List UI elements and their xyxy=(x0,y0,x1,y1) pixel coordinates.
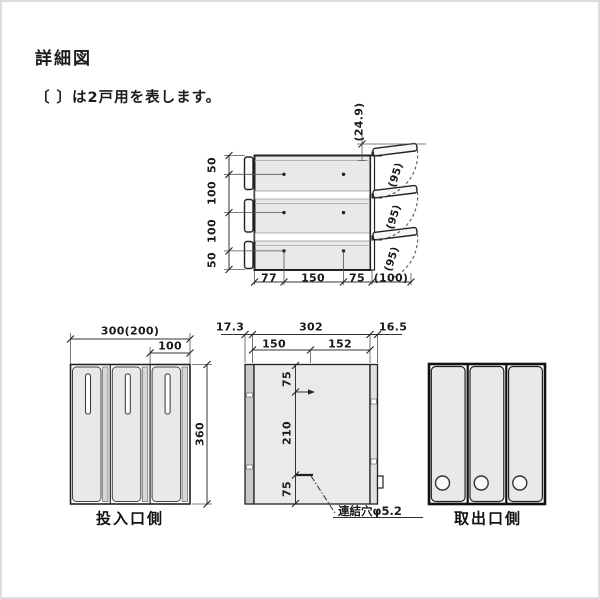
dim-top-left-50a: 50 xyxy=(205,157,219,173)
lock-hole-3 xyxy=(512,475,528,491)
dim-bottom-75: 75 xyxy=(349,271,365,285)
dim-side-front-half: 150 xyxy=(262,337,286,351)
side-section-view xyxy=(221,330,423,518)
front-view xyxy=(66,333,212,508)
lock-hole-2 xyxy=(473,475,489,491)
dim-front-unit-width: 100 xyxy=(158,339,182,353)
caption-insertion-side: 投入口側 xyxy=(95,509,165,528)
lock-hole-1 xyxy=(434,475,451,491)
top-section-view xyxy=(224,133,426,286)
rear-view xyxy=(427,362,547,506)
dim-side-front-margin: 17.3 xyxy=(215,320,245,334)
open-flap-2 xyxy=(372,184,418,199)
dim-bottom-150: 150 xyxy=(301,271,325,285)
page-title: 詳細図 xyxy=(35,49,92,69)
open-flap-3 xyxy=(372,226,418,241)
dim-bottom-77: 77 xyxy=(261,271,277,285)
dim-top-left-50b: 50 xyxy=(205,252,219,268)
dim-side-rear-margin: 16.5 xyxy=(378,320,408,334)
dim-bottom-100: (100) xyxy=(373,271,409,285)
open-flap-1 xyxy=(372,142,418,157)
dim-front-total-width: 300(200) xyxy=(100,324,160,338)
dim-side-pitch-210: 210 xyxy=(280,421,294,445)
caption-takeout-side: 取出口側 xyxy=(453,509,523,528)
connection-hole-label: 連結穴φ5.2 xyxy=(338,504,402,518)
bracket-note: 〔 〕は2戸用を表します。 xyxy=(35,90,222,106)
dim-front-height: 360 xyxy=(193,422,207,446)
dim-side-rear-half: 152 xyxy=(328,337,352,351)
dim-overhang: (24.9) xyxy=(352,102,366,142)
dim-side-depth: 302 xyxy=(299,320,323,334)
dim-top-left-100a: 100 xyxy=(205,181,219,205)
dim-top-left-100b: 100 xyxy=(205,219,219,243)
dim-side-lower-75: 75 xyxy=(280,481,294,497)
dim-side-upper-75: 75 xyxy=(280,371,294,387)
